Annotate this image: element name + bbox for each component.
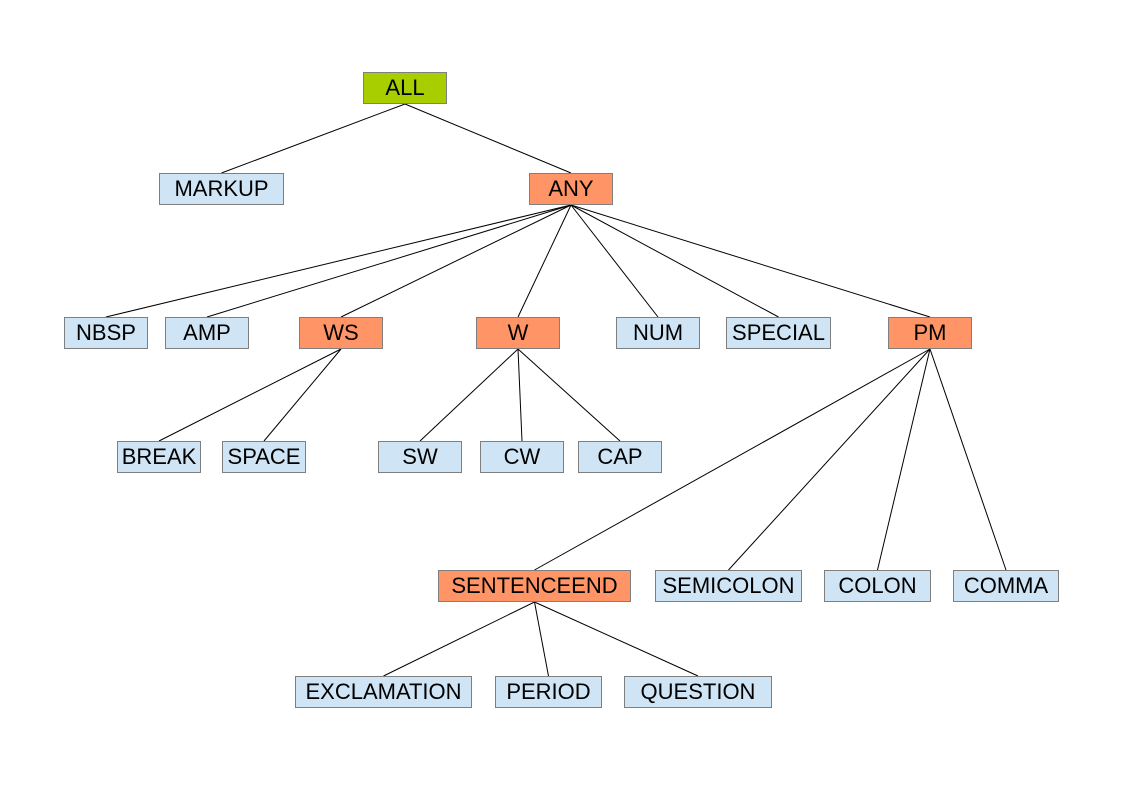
edge-any-num (570, 204, 659, 318)
node-amp: AMP (165, 317, 249, 349)
edge-all-any (404, 103, 572, 174)
edge-any-amp (206, 204, 572, 318)
edge-any-nbsp (105, 204, 572, 318)
edge-sentenceend-period (534, 601, 549, 677)
node-all: ALL (363, 72, 447, 104)
node-num: NUM (616, 317, 700, 349)
node-space: SPACE (222, 441, 306, 473)
node-nbsp: NBSP (64, 317, 148, 349)
node-break: BREAK (117, 441, 201, 473)
edge-pm-comma (929, 348, 1007, 571)
node-cap: CAP (578, 441, 662, 473)
node-colon: COLON (824, 570, 931, 602)
edge-w-sw (419, 348, 519, 442)
edge-sentenceend-question (534, 601, 699, 677)
node-semicolon: SEMICOLON (655, 570, 802, 602)
edge-w-cw (517, 348, 523, 442)
edge-w-cap (517, 348, 621, 442)
node-cw: CW (480, 441, 564, 473)
node-w: W (476, 317, 560, 349)
edge-pm-colon (877, 348, 931, 571)
edge-any-w (517, 204, 572, 318)
node-question: QUESTION (624, 676, 772, 708)
edge-any-ws (340, 204, 572, 318)
edge-pm-sentenceend (534, 348, 931, 571)
edge-any-special (570, 204, 779, 318)
node-markup: MARKUP (159, 173, 284, 205)
node-sentenceend: SENTENCEEND (438, 570, 631, 602)
edge-ws-break (158, 348, 342, 442)
edge-sentenceend-exclamation (383, 601, 535, 677)
node-ws: WS (299, 317, 383, 349)
node-exclamation: EXCLAMATION (295, 676, 472, 708)
node-pm: PM (888, 317, 972, 349)
node-sw: SW (378, 441, 462, 473)
node-comma: COMMA (953, 570, 1059, 602)
edge-all-markup (221, 103, 406, 174)
edge-ws-space (263, 348, 342, 442)
node-special: SPECIAL (726, 317, 831, 349)
edge-any-pm (570, 204, 931, 318)
edge-pm-semicolon (728, 348, 931, 571)
node-period: PERIOD (495, 676, 602, 708)
node-any: ANY (529, 173, 613, 205)
